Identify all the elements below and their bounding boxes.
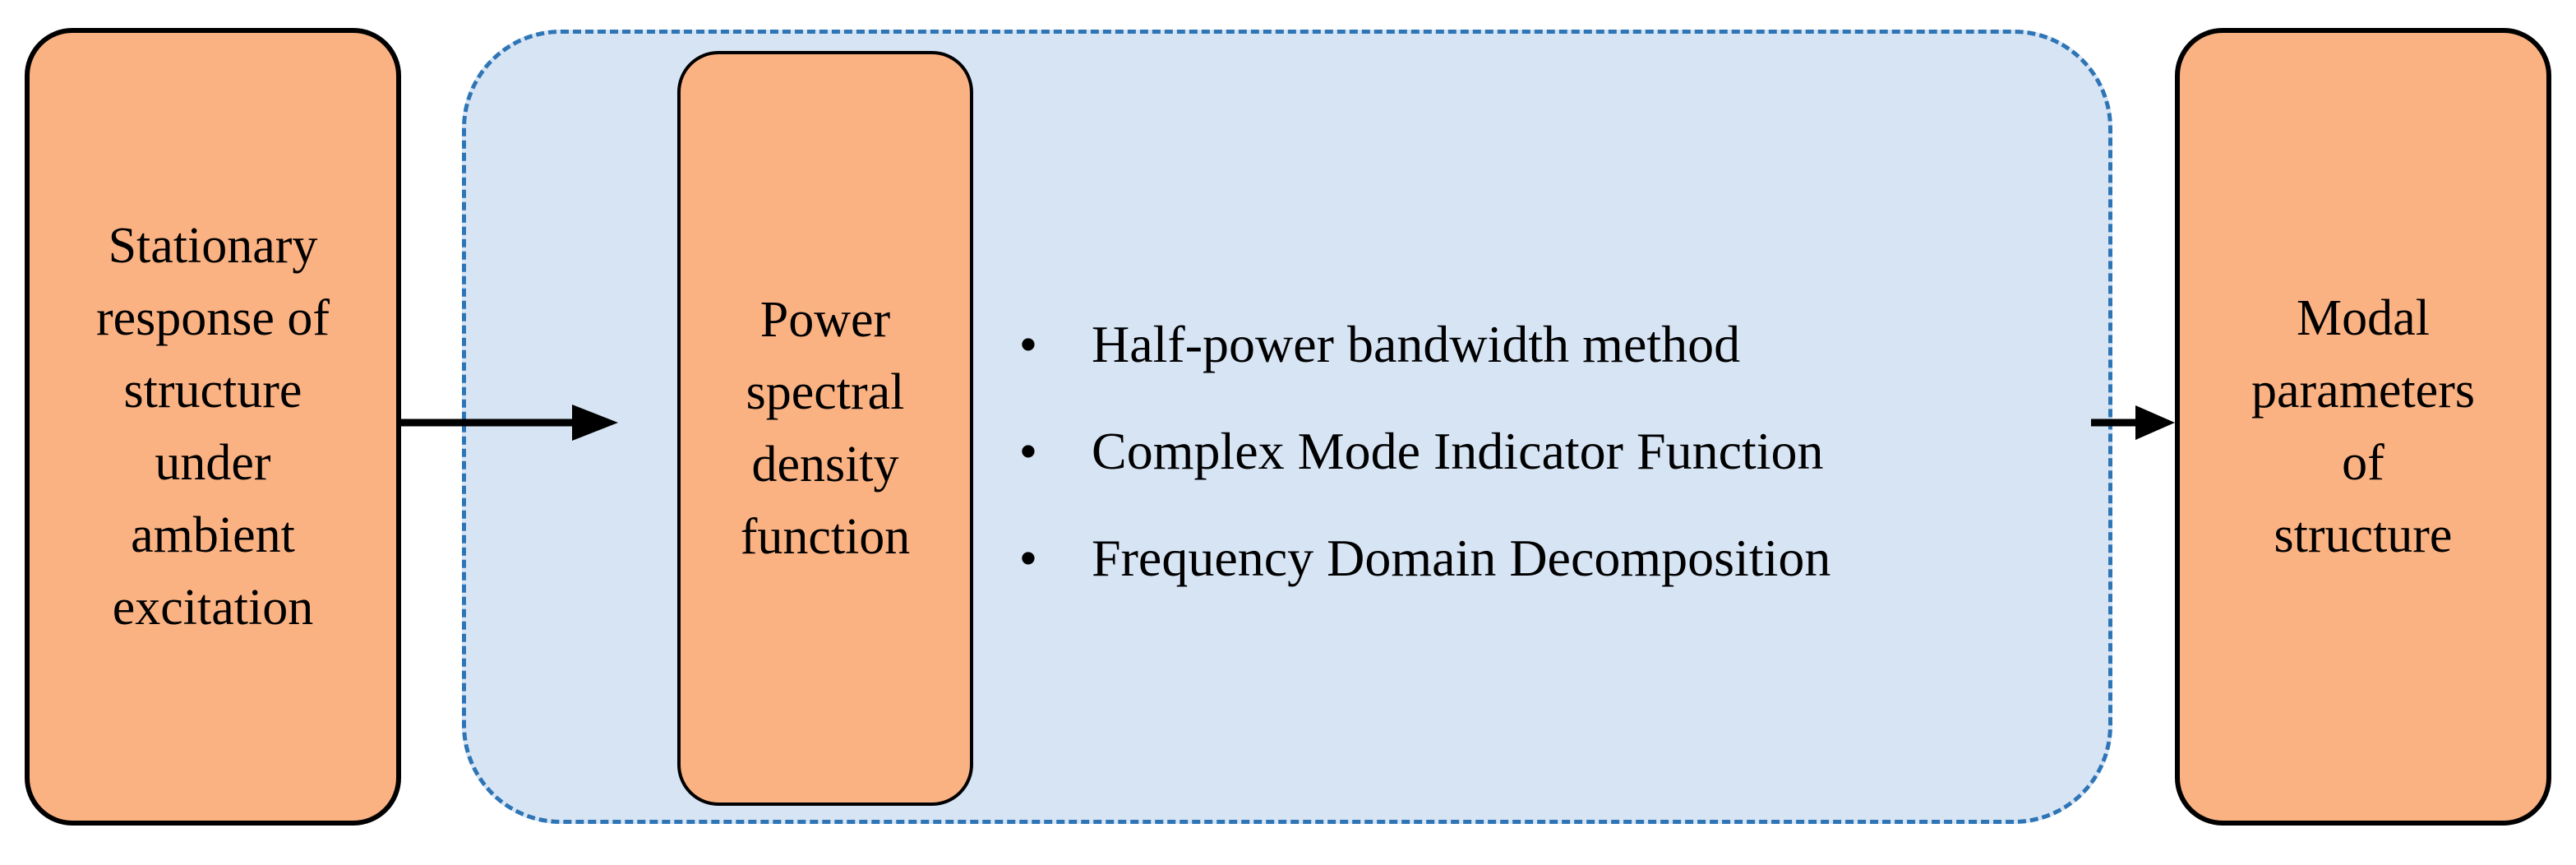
output-box-line: of: [2342, 435, 2384, 491]
psd-box-line: Power: [759, 292, 891, 348]
psd-box-line: spectral: [746, 364, 905, 420]
method-item: • Frequency Domain Decomposition: [1016, 505, 1831, 612]
method-item: • Complex Mode Indicator Function: [1016, 398, 1830, 505]
psd-box-line: function: [740, 509, 911, 565]
method-label: Frequency Domain Decomposition: [1092, 529, 1831, 587]
output-box-line: Modal: [2297, 290, 2430, 346]
output-box: Modal parameters of structure: [2175, 28, 2551, 826]
methods-list: • Half-power bandwidth method • Complex …: [1016, 291, 1831, 612]
method-label: Half-power bandwidth method: [1092, 315, 1741, 373]
input-box-line: under: [155, 435, 271, 491]
input-box-line: Stationary: [108, 218, 318, 274]
input-box-line: excitation: [112, 580, 314, 636]
input-box-line: response of: [95, 290, 330, 346]
method-item: • Half-power bandwidth method: [1016, 291, 1830, 398]
output-box-label: Modal parameters of structure: [2251, 282, 2475, 571]
method-label: Complex Mode Indicator Function: [1092, 422, 1824, 480]
psd-box-label: Power spectral density function: [741, 284, 911, 573]
input-box-line: structure: [123, 363, 302, 419]
bullet-icon: •: [1018, 422, 1038, 480]
psd-box-line: density: [751, 437, 899, 493]
output-box-line: structure: [2274, 507, 2453, 563]
output-box-line: parameters: [2251, 363, 2475, 419]
input-box: Stationary response of structure under a…: [25, 28, 401, 826]
bullet-icon: •: [1018, 315, 1038, 373]
input-box-label: Stationary response of structure under a…: [96, 210, 330, 644]
psd-box: Power spectral density function: [677, 51, 973, 806]
input-box-line: ambient: [131, 507, 295, 563]
bullet-icon: •: [1018, 529, 1038, 587]
